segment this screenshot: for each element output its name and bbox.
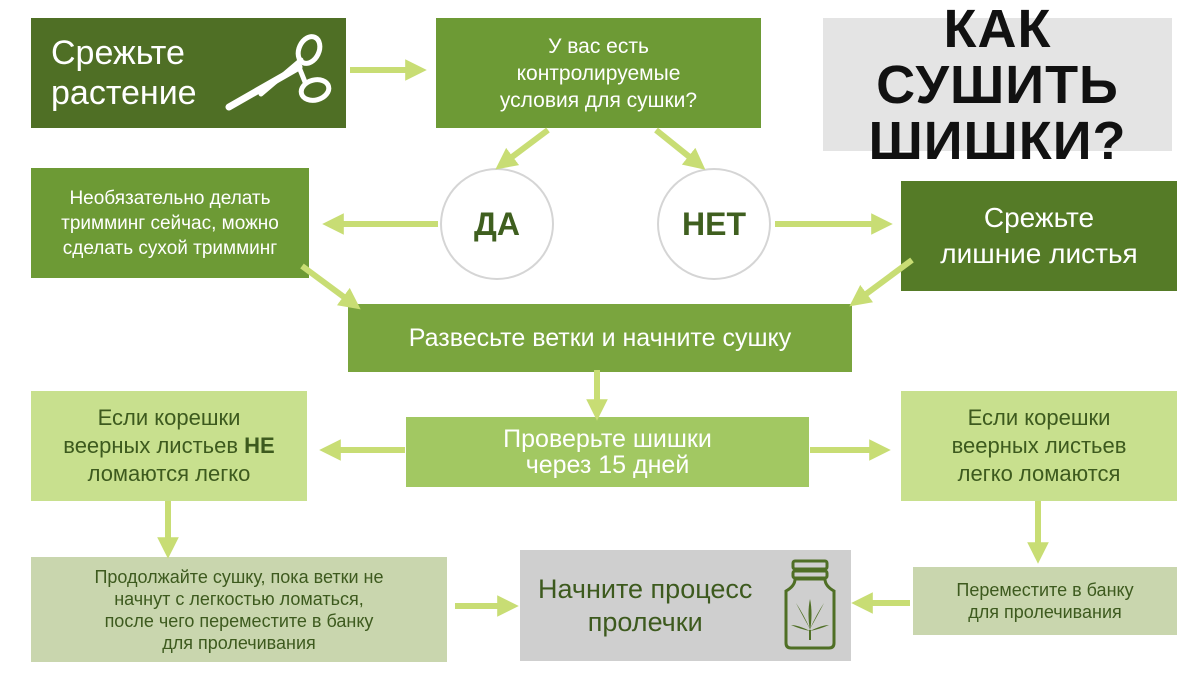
arrow-question-to-yes	[495, 127, 550, 170]
cut-plant-label: Срежьте растение	[51, 34, 197, 112]
optional-trim-label: Необязательно делать тримминг сейчас, мо…	[61, 187, 279, 259]
scissors-icon	[225, 34, 332, 111]
hang-dry-box: Развесьте ветки и начните сушку	[348, 304, 852, 372]
start-curing-box: Начните процесс пролечки	[520, 550, 851, 661]
yes-label: ДА	[474, 205, 520, 242]
page-title: КАК СУШИТЬ ШИШКИ?	[868, 0, 1127, 171]
optional-trim-box: Необязательно делать тримминг сейчас, мо…	[31, 168, 309, 278]
start-curing-label: Начните процесс пролечки	[538, 573, 753, 637]
cut-leaves-label: Срежьте лишние листья	[940, 202, 1138, 269]
no-circle: НЕТ	[657, 168, 771, 280]
title-box: КАК СУШИТЬ ШИШКИ?	[823, 1, 1172, 169]
not-snap-line-3: ломаются легко	[87, 461, 251, 486]
jar-icon	[784, 559, 836, 650]
cut-plant-box: Срежьте растение	[31, 18, 346, 128]
check-buds-label: Проверьте шишки через 15 дней	[503, 425, 712, 479]
arrow-leaves-to-hang	[849, 257, 914, 307]
hang-dry-label: Развесьте ветки и начните сушку	[408, 323, 792, 352]
not-emphasis: НЕ	[244, 433, 275, 458]
not-snap-line-2-text: веерных листьев	[63, 433, 245, 458]
move-to-jar-label: Переместите в банку для пролечивания	[956, 580, 1134, 622]
yes-circle: ДА	[440, 168, 554, 280]
cut-leaves-box: Срежьте лишние листья	[901, 181, 1177, 291]
not-snap-box: Если корешки веерных листьев НЕ ломаются…	[31, 391, 307, 501]
question-box: У вас есть контролируемые условия для су…	[436, 18, 761, 128]
move-to-jar-box: Переместите в банку для пролечивания	[913, 567, 1177, 635]
arrow-trim-to-hang	[300, 263, 361, 310]
no-label: НЕТ	[682, 205, 746, 242]
arrow-question-to-no	[654, 127, 706, 170]
snap-label: Если корешки веерных листьев легко ломаю…	[951, 405, 1127, 486]
not-snap-line-1: Если корешки	[97, 405, 241, 430]
continue-drying-box: Продолжайте сушку, пока ветки не начнут …	[31, 557, 447, 662]
check-buds-box: Проверьте шишки через 15 дней	[406, 417, 809, 487]
continue-drying-label: Продолжайте сушку, пока ветки не начнут …	[94, 566, 384, 653]
cannabis-leaf-icon	[791, 599, 829, 640]
snap-box: Если корешки веерных листьев легко ломаю…	[901, 391, 1177, 501]
question-label: У вас есть контролируемые условия для су…	[499, 34, 698, 112]
not-snap-line-2: веерных листьев НЕ	[63, 432, 274, 460]
